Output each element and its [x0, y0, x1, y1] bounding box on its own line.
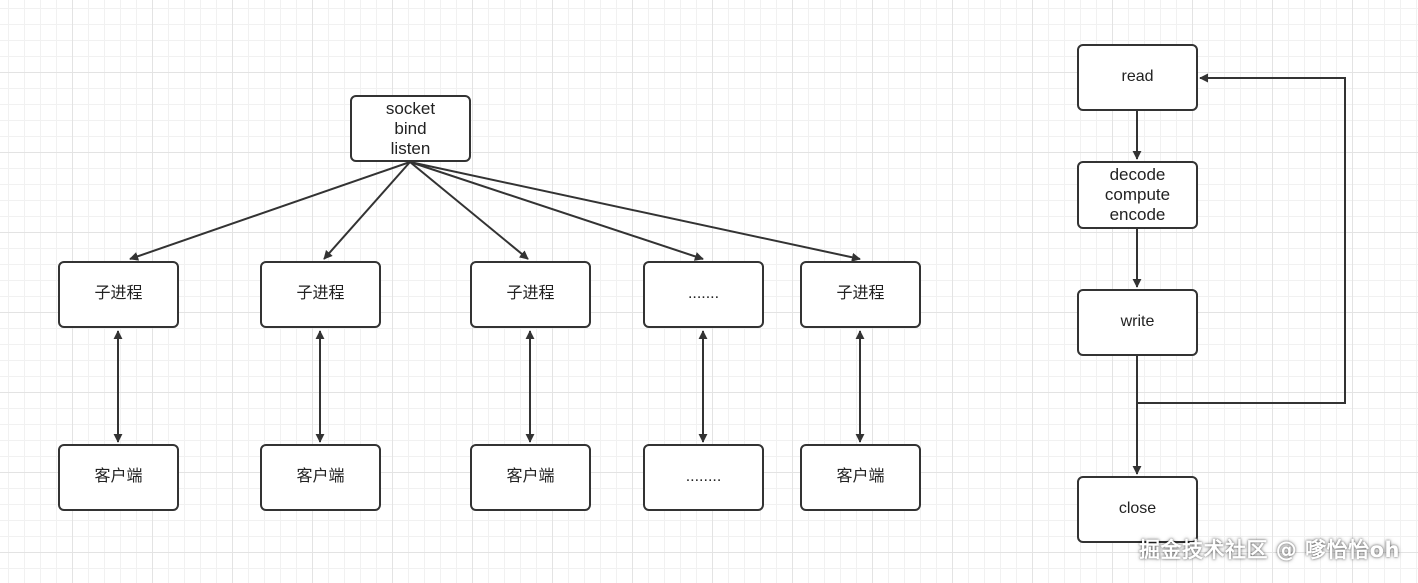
loop-back-arrow: [1137, 73, 1346, 404]
server-line-bind: bind: [394, 118, 427, 138]
client-node: 客户端: [58, 444, 179, 511]
close-label: close: [1118, 500, 1157, 518]
server-line-listen: listen: [390, 138, 431, 158]
child-process-node: 子进程: [58, 261, 179, 328]
child-process-label: 子进程: [836, 285, 885, 303]
client-label: 客户端: [506, 468, 555, 486]
server-node: socket bind listen: [350, 95, 471, 162]
child-process-node: 子进程: [800, 261, 921, 328]
codec-line-compute: compute: [1104, 185, 1171, 204]
child-process-node: 子进程: [470, 261, 591, 328]
server-line-socket: socket: [385, 98, 436, 118]
codec-line-decode: decode: [1109, 165, 1166, 184]
ellipsis-process-node: .......: [643, 261, 764, 328]
fork-arrow-2: [323, 161, 411, 260]
fork-arrow-3: [409, 161, 529, 260]
fork-arrow-1: [129, 161, 411, 261]
ellipsis-process-label: .......: [687, 285, 720, 303]
client-node: 客户端: [260, 444, 381, 511]
child-process-label: 子进程: [296, 285, 345, 303]
server-label: socket bind listen: [386, 99, 435, 159]
codec-node: decode compute encode: [1077, 161, 1198, 229]
read-label: read: [1121, 68, 1154, 86]
client-label: 客户端: [296, 468, 345, 486]
client-label: 客户端: [94, 468, 143, 486]
client-node: 客户端: [470, 444, 591, 511]
codec-label: decode compute encode: [1105, 165, 1170, 225]
codec-line-encode: encode: [1109, 205, 1166, 224]
client-label: 客户端: [836, 468, 885, 486]
child-process-label: 子进程: [506, 285, 555, 303]
write-label: write: [1120, 313, 1155, 331]
fork-arrow-4: [409, 161, 704, 261]
close-node: close: [1077, 476, 1198, 543]
ellipsis-client-label: ........: [685, 468, 722, 486]
client-node: 客户端: [800, 444, 921, 511]
read-node: read: [1077, 44, 1198, 111]
child-process-label: 子进程: [94, 285, 143, 303]
child-process-node: 子进程: [260, 261, 381, 328]
fork-arrow-5: [409, 161, 861, 262]
ellipsis-client-node: ........: [643, 444, 764, 511]
write-node: write: [1077, 289, 1198, 356]
watermark: 掘金技术社区 @ 嗲怡怡oh: [1139, 538, 1400, 562]
